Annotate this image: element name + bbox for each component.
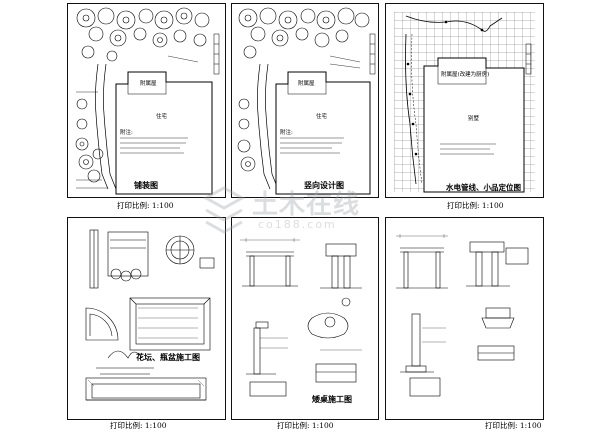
house-label: 别墅 <box>468 116 480 122</box>
print-scale-caption: 打印比例: 1:100 <box>447 201 504 210</box>
room-label: 附属屋 <box>140 81 157 87</box>
utility-plan-linework <box>394 12 535 193</box>
low-table-details-linework <box>240 238 362 397</box>
print-scale-caption: 打印比例: 1:100 <box>117 201 174 210</box>
print-scale-caption: 打印比例: 1:100 <box>485 421 542 430</box>
room-label: 附属屋 <box>298 81 315 87</box>
drawing-sheet-paving-plan: 附属屋 住宅 附注: 铺装图 <box>67 3 226 198</box>
house-label: 住宅 <box>316 114 328 120</box>
room-label: 附属屋(改建为厨房) <box>441 72 490 78</box>
drawing-sheet-grading-plan: 附属屋 住宅 附注: 竖向设计图 <box>231 3 379 198</box>
watermark: 土木在线 co188.com <box>200 178 420 248</box>
notes-label: 附注: <box>280 130 293 136</box>
print-scale-caption: 打印比例: 1:100 <box>110 421 167 430</box>
watermark-subtext: co188.com <box>258 218 337 231</box>
notes-label: 附注: <box>120 130 133 136</box>
sheet-title: 矮桌施工图 <box>312 394 352 404</box>
sheet-title: 水电管线、小品定位图 <box>446 183 521 192</box>
drawing-sheet-utility-plan: 附属屋(改建为厨房) 别墅 水电管线、小品定位图 <box>385 3 544 198</box>
planter-details-linework <box>85 229 215 401</box>
pergola-details-linework <box>396 234 529 397</box>
drawing-sheet-pergola-details <box>385 217 544 420</box>
drawing-sheet-low-table-details: 矮桌施工图 <box>231 217 379 420</box>
sheet-title: 竖向设计图 <box>304 180 344 190</box>
paving-plan-linework <box>75 7 220 195</box>
sheet-title: 铺装图 <box>134 180 158 190</box>
sheet-title: 花坛、瓶盆施工图 <box>136 352 200 362</box>
watermark-logo-icon <box>202 186 246 234</box>
drawing-sheet-planter-details: 花坛、瓶盆施工图 <box>67 217 226 420</box>
grading-plan-linework <box>237 7 376 195</box>
print-scale-caption: 打印比例: 1:100 <box>277 421 334 430</box>
watermark-text: 土木在线 <box>252 190 361 220</box>
house-label: 住宅 <box>156 114 168 120</box>
